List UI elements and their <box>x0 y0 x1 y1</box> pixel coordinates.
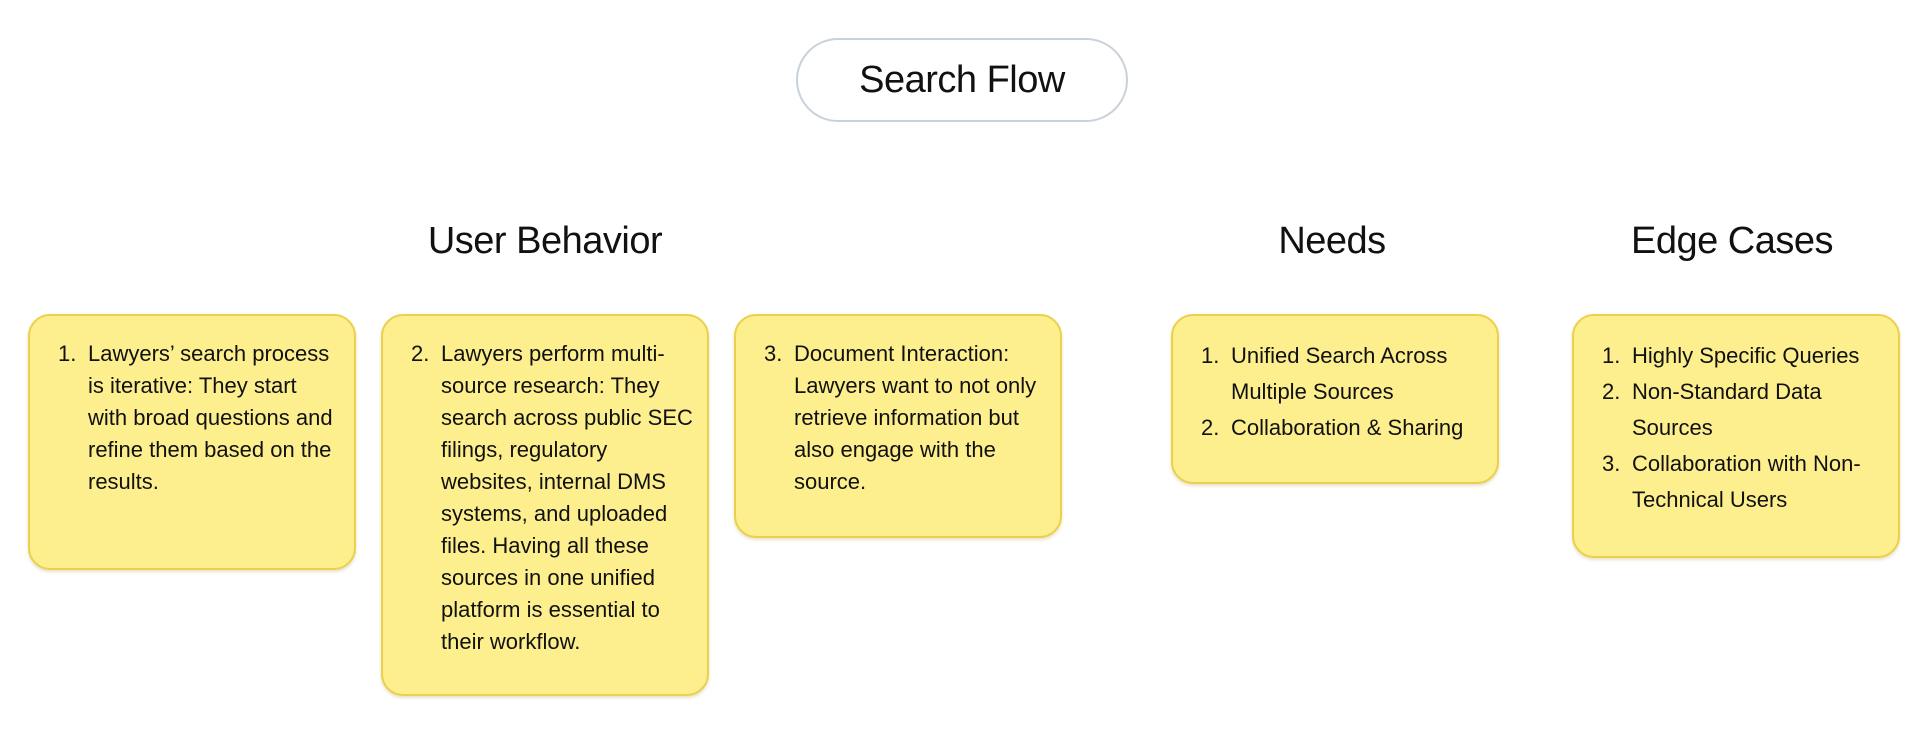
sticky-note-edge-cases[interactable]: 1. Highly Specific Queries 2. Non-Standa… <box>1572 314 1900 558</box>
heading-edge-cases: Edge Cases <box>1630 220 1834 262</box>
list-number: 2. <box>1602 379 1621 404</box>
note-list: 2. Lawyers perform multi-source research… <box>411 338 693 658</box>
sticky-note-user-behavior-1[interactable]: 1. Lawyers’ search process is iterative:… <box>28 314 356 570</box>
sticky-note-user-behavior-2[interactable]: 2. Lawyers perform multi-source research… <box>381 314 709 696</box>
list-item: 2. Lawyers perform multi-source research… <box>411 338 693 658</box>
needs-list: 1. Unified Search Across Multiple Source… <box>1201 338 1483 446</box>
page-title: Search Flow <box>859 58 1065 101</box>
list-item: 2. Non-Standard Data Sources <box>1602 374 1884 446</box>
list-item: 1. Highly Specific Queries <box>1602 338 1884 374</box>
edge-cases-list: 1. Highly Specific Queries 2. Non-Standa… <box>1602 338 1884 518</box>
list-text: Collaboration & Sharing <box>1231 415 1464 440</box>
note-list: 3. Document Interaction: Lawyers want to… <box>764 338 1046 498</box>
list-text: Collaboration with Non-Technical Users <box>1632 451 1861 512</box>
list-number: 1. <box>58 341 77 366</box>
list-number: 2. <box>1201 415 1220 440</box>
sticky-note-user-behavior-3[interactable]: 3. Document Interaction: Lawyers want to… <box>734 314 1062 538</box>
list-number: 3. <box>764 341 783 366</box>
list-number: 3. <box>1602 451 1621 476</box>
list-number: 2. <box>411 341 430 366</box>
title-pill: Search Flow <box>796 38 1128 122</box>
note-text: Lawyers perform multi-source research: T… <box>441 341 693 654</box>
list-number: 1. <box>1201 343 1220 368</box>
list-item: 1. Unified Search Across Multiple Source… <box>1201 338 1483 410</box>
note-list: 1. Lawyers’ search process is iterative:… <box>58 338 340 498</box>
note-text: Document Interaction: Lawyers want to no… <box>794 341 1037 494</box>
list-item: 1. Lawyers’ search process is iterative:… <box>58 338 340 498</box>
list-text: Unified Search Across Multiple Sources <box>1231 343 1448 404</box>
list-item: 3. Document Interaction: Lawyers want to… <box>764 338 1046 498</box>
note-text: Lawyers’ search process is iterative: Th… <box>88 341 333 494</box>
heading-needs: Needs <box>1278 220 1386 262</box>
heading-user-behavior: User Behavior <box>427 220 663 262</box>
list-item: 3. Collaboration with Non-Technical User… <box>1602 446 1884 518</box>
list-item: 2. Collaboration & Sharing <box>1201 410 1483 446</box>
list-number: 1. <box>1602 343 1621 368</box>
sticky-note-needs[interactable]: 1. Unified Search Across Multiple Source… <box>1171 314 1499 484</box>
list-text: Highly Specific Queries <box>1632 343 1860 368</box>
list-text: Non-Standard Data Sources <box>1632 379 1822 440</box>
